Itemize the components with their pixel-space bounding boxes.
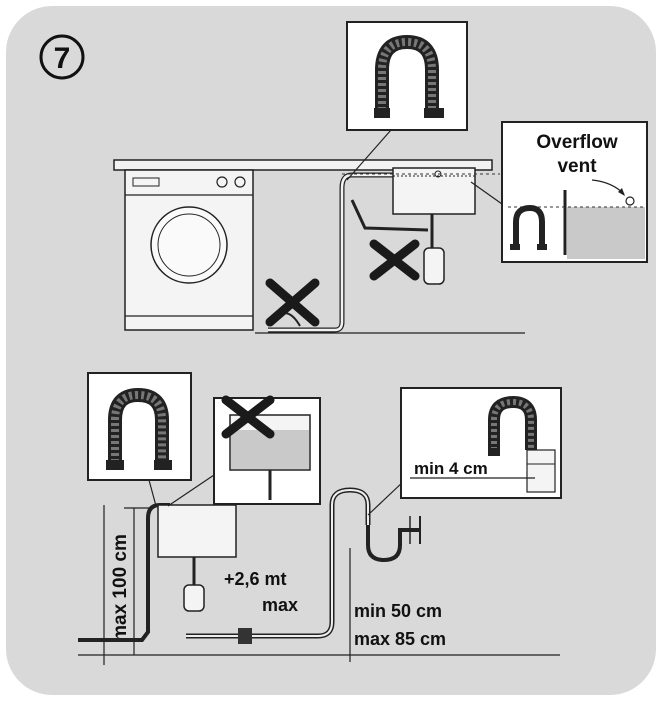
sink-bottom-left xyxy=(157,504,237,612)
overflow-vent-callout: Overflow vent xyxy=(501,121,648,263)
callout-line xyxy=(346,129,392,181)
wrong-cross-icon xyxy=(265,278,320,327)
callout-line xyxy=(470,181,503,205)
min-4cm-callout: min 4 cm xyxy=(400,387,562,499)
callout-line xyxy=(148,479,157,507)
extension-length-label-line2: max xyxy=(262,595,298,615)
step-number-badge: 7 xyxy=(39,34,85,80)
wrong-sink-callout xyxy=(213,397,321,505)
siphon-pipe xyxy=(366,516,421,563)
hose-hook-callout-bottom xyxy=(87,372,192,481)
hose-connector xyxy=(238,628,252,644)
overflow-label-line1: Overflow xyxy=(536,132,618,153)
min-4cm-label: min 4 cm xyxy=(414,459,488,478)
countertop xyxy=(113,159,493,171)
callout-line xyxy=(367,479,406,516)
wrong-cross-icon xyxy=(221,395,275,439)
extension-length-label-line1: +2,6 mt xyxy=(224,569,287,589)
sink-top xyxy=(350,167,476,285)
step-number: 7 xyxy=(54,42,71,75)
hose-hook-callout-top xyxy=(346,21,468,131)
callout-line xyxy=(167,474,215,507)
max-100cm-label: max 100 cm xyxy=(110,534,131,642)
max-85cm-label: max 85 cm xyxy=(354,629,446,649)
wrong-cross-icon xyxy=(369,239,420,281)
min-50cm-label: min 50 cm xyxy=(354,601,442,621)
washing-machine xyxy=(124,169,254,331)
overflow-label-line2: vent xyxy=(557,156,597,177)
